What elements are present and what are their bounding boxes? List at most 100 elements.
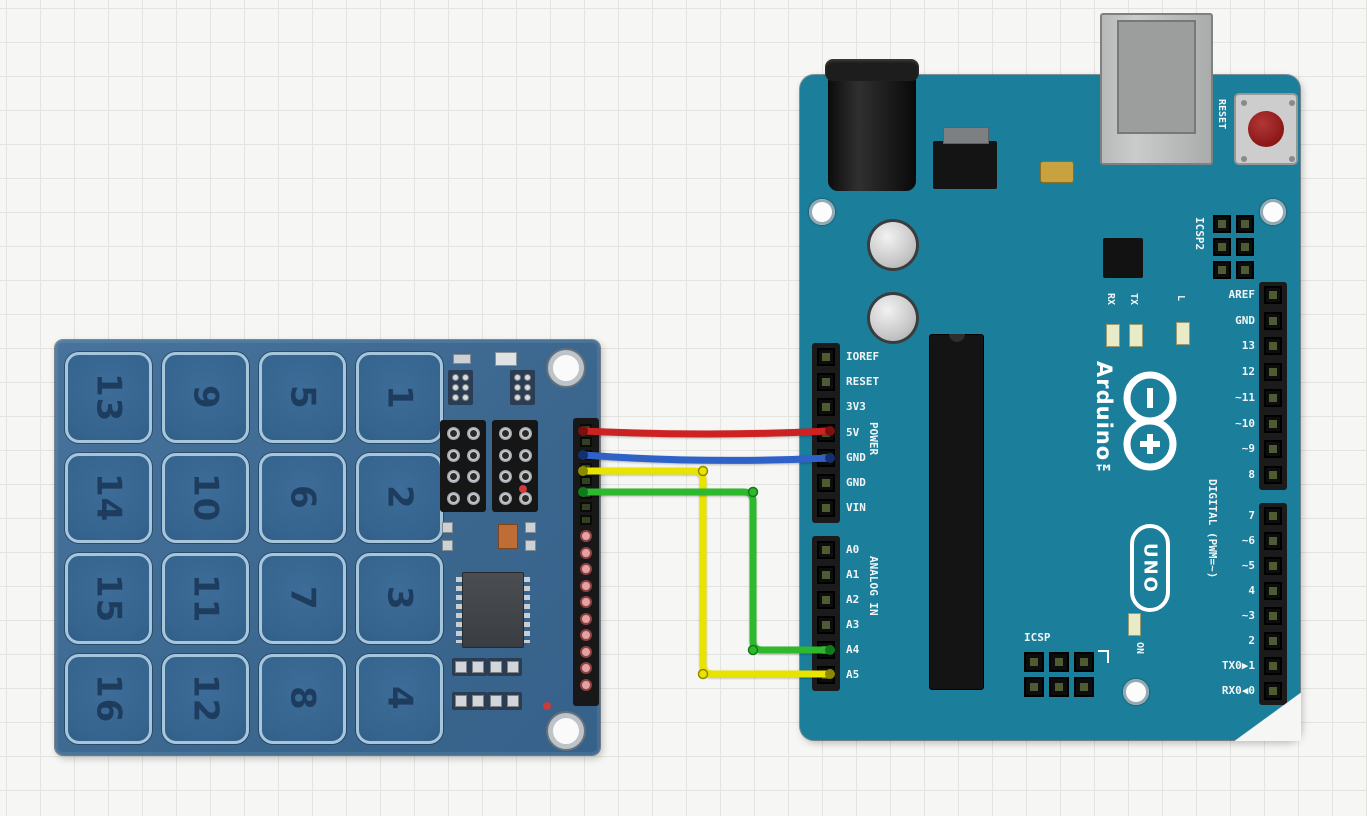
key-number: 2 xyxy=(379,485,420,511)
keypad-header-pin[interactable] xyxy=(580,437,592,447)
digital-pin-RX0◀0[interactable] xyxy=(1264,682,1282,700)
keypad-key-2: 2 xyxy=(356,452,443,543)
pin-label-5V: 5V xyxy=(846,425,860,439)
analog-pin-A2[interactable] xyxy=(817,591,835,609)
solder-pad xyxy=(455,695,467,707)
key-number: 3 xyxy=(379,585,420,611)
icsp2-pin[interactable] xyxy=(1236,261,1254,279)
solder-pad xyxy=(507,661,519,673)
power-label: POWER xyxy=(867,422,880,456)
arduino-board[interactable]: UNO RESET ICSP2 RX TX L Arduino™ POWER A… xyxy=(800,13,1301,741)
digital-pin-~3[interactable] xyxy=(1264,607,1282,625)
power-pin-IOREF[interactable] xyxy=(817,348,835,366)
key-number: 15 xyxy=(88,573,129,623)
pad-dot xyxy=(452,374,459,381)
key-number: 9 xyxy=(185,384,226,410)
digital-pin-TX0▶1[interactable] xyxy=(1264,657,1282,675)
keypad-header-pin[interactable] xyxy=(580,502,592,512)
smd-capacitor xyxy=(498,524,518,549)
pin-label-7: 7 xyxy=(1248,509,1255,522)
digital-pin-4[interactable] xyxy=(1264,582,1282,600)
digital-pin-13[interactable] xyxy=(1264,337,1282,356)
pin-label-~6: ~6 xyxy=(1241,534,1255,547)
brand-label: Arduino™ xyxy=(1092,361,1116,487)
female-header xyxy=(492,420,538,512)
digital-pin-2[interactable] xyxy=(1264,632,1282,650)
key-number: 13 xyxy=(88,372,129,422)
icsp-pin[interactable] xyxy=(1024,677,1044,697)
header-hole xyxy=(518,448,532,462)
solder-pad-pair xyxy=(452,692,487,710)
digital-pin-7[interactable] xyxy=(1264,507,1282,525)
icsp-pin[interactable] xyxy=(1049,652,1069,672)
reset-label: RESET xyxy=(1216,99,1227,130)
key-number: 4 xyxy=(379,686,420,712)
header-hole xyxy=(446,491,460,505)
wire-gnd-blue[interactable] xyxy=(579,451,834,464)
pin-label-~9: ~9 xyxy=(1241,442,1255,456)
power-pin-3V3[interactable] xyxy=(817,398,835,417)
header-hole xyxy=(446,448,460,462)
power-pin-GND[interactable] xyxy=(817,474,835,492)
icsp2-pin[interactable] xyxy=(1236,238,1254,256)
wire-a5-yellow[interactable] xyxy=(579,467,834,678)
digital-pin-~11[interactable] xyxy=(1264,388,1282,407)
pin-label-A5: A5 xyxy=(846,668,860,681)
power-pin-RESET[interactable] xyxy=(817,373,835,392)
icsp-pin[interactable] xyxy=(1024,652,1044,672)
icsp2-pin[interactable] xyxy=(1213,215,1231,233)
pin-label-VIN: VIN xyxy=(846,501,866,515)
keypad-pad-hole xyxy=(580,645,592,658)
digital-pin-~9[interactable] xyxy=(1264,440,1282,459)
smd-part xyxy=(525,540,536,551)
analog-pin-A1[interactable] xyxy=(817,566,835,584)
pin-label-RESET: RESET xyxy=(846,375,880,389)
icsp2-pin[interactable] xyxy=(1236,215,1254,233)
header-hole xyxy=(518,491,532,505)
wire-a4-green[interactable] xyxy=(579,488,834,654)
header-hole xyxy=(518,470,532,484)
digital-pin-GND[interactable] xyxy=(1264,311,1282,330)
solder-pad xyxy=(490,695,502,707)
keypad-header-pin[interactable] xyxy=(580,515,592,525)
icsp2-pin[interactable] xyxy=(1213,238,1231,256)
analog-pin-A3[interactable] xyxy=(817,616,835,634)
pin-label-~5: ~5 xyxy=(1241,559,1255,572)
icsp-label: ICSP xyxy=(1024,631,1051,644)
mounting-hole xyxy=(809,199,835,225)
capacitor xyxy=(870,295,916,341)
mounting-hole xyxy=(548,350,584,386)
pin-label-IOREF: IOREF xyxy=(846,350,880,363)
pin-label-GND: GND xyxy=(1235,313,1255,327)
keypad-header-pin[interactable] xyxy=(580,476,592,486)
header-hole xyxy=(498,491,512,505)
digital-pin-12[interactable] xyxy=(1264,363,1282,382)
digital-pin-~6[interactable] xyxy=(1264,532,1282,550)
solder-pad xyxy=(472,661,484,673)
digital-pin-~5[interactable] xyxy=(1264,557,1282,575)
reset-button-cap xyxy=(1248,111,1284,147)
keypad-pad-hole xyxy=(580,530,592,542)
solder-pad xyxy=(472,695,484,707)
solder-pad-pair xyxy=(487,658,522,676)
header-hole xyxy=(466,448,480,462)
digital-pin-AREF[interactable] xyxy=(1264,286,1282,304)
analog-pin-A0[interactable] xyxy=(817,541,835,559)
wire-5v-red[interactable] xyxy=(579,427,834,438)
digital-pin-~10[interactable] xyxy=(1264,414,1282,433)
digital-pin-8[interactable] xyxy=(1264,465,1282,484)
icsp2-pin[interactable] xyxy=(1213,261,1231,279)
icsp-pin[interactable] xyxy=(1074,677,1094,697)
icsp-pin[interactable] xyxy=(1049,677,1069,697)
icsp-pin[interactable] xyxy=(1074,652,1094,672)
jumper-pad-cluster xyxy=(510,370,535,405)
key-number: 11 xyxy=(185,573,226,623)
power-pin-VIN[interactable] xyxy=(817,499,835,518)
keypad-pad-hole xyxy=(580,678,592,691)
key-number: 8 xyxy=(282,686,323,712)
marker-dot xyxy=(543,702,551,710)
jumper-pad-cluster xyxy=(448,370,473,405)
reset-button[interactable] xyxy=(1234,93,1298,165)
keypad-key-11: 11 xyxy=(162,553,249,644)
